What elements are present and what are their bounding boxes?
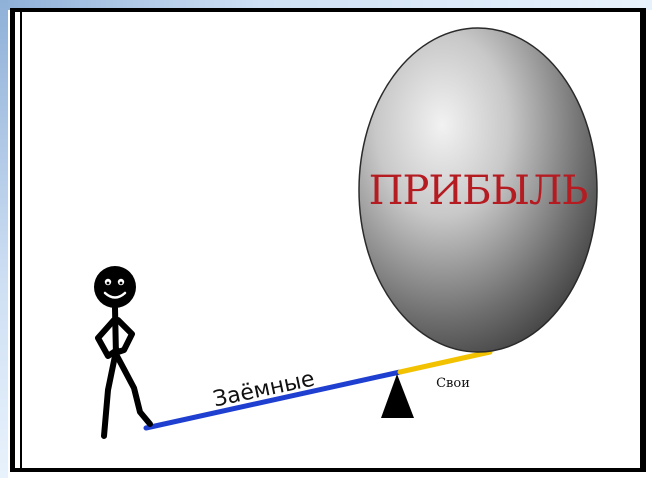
lever-own-segment [400, 352, 490, 372]
fulcrum-triangle-icon [381, 374, 414, 418]
profit-ball: ПРИБЫЛЬ [359, 28, 597, 352]
own-label: Свои [436, 376, 470, 391]
profit-label: ПРИБЫЛЬ [369, 168, 588, 214]
stick-figure-icon [94, 266, 150, 436]
borrowed-label: Заёмные [211, 367, 317, 413]
